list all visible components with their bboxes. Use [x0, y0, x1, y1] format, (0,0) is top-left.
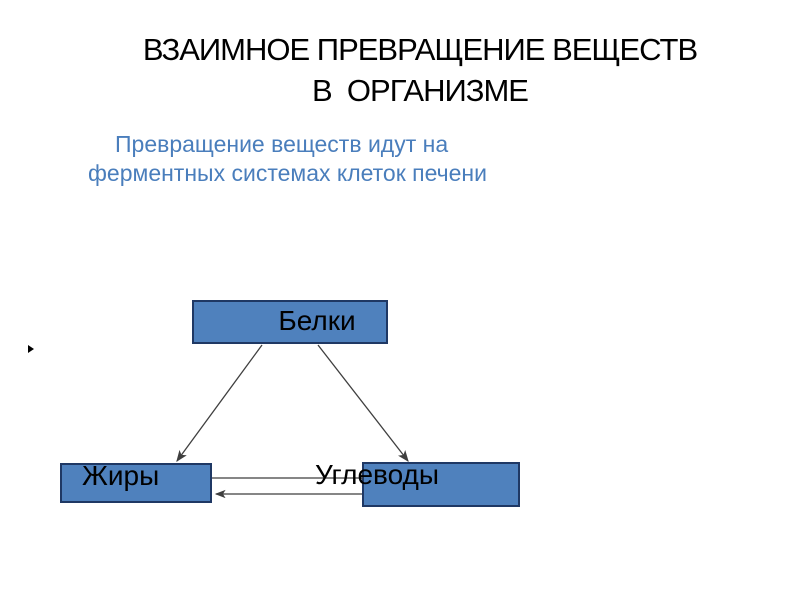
node-carbs-box [362, 462, 520, 507]
connector-proteins-to-fats [176, 344, 263, 463]
page-title: ВЗАИМНОЕ ПРЕВРАЩЕНИЕ ВЕЩЕСТВ В ОРГАНИЗМЕ [80, 29, 760, 111]
node-fats-box: Жиры [60, 460, 212, 503]
node-proteins-label: Белки [278, 305, 356, 336]
title-line-1: ВЗАИМНОЕ ПРЕВРАЩЕНИЕ ВЕЩЕСТВ [142, 32, 698, 67]
node-fats-label: Жиры [82, 460, 160, 491]
stray-bullet-icon [28, 345, 34, 353]
subtitle-text: Превращение веществ идут на ферментных с… [88, 130, 648, 188]
subtitle-line-2: ферментных системах клеток печени [88, 160, 487, 186]
node-carbs-label: Углеводы [315, 459, 440, 490]
subtitle-line-1: Превращение веществ идут на [115, 131, 449, 157]
node-proteins-box: Белки [192, 300, 388, 344]
connector-proteins-to-carbs [317, 344, 409, 463]
title-line-2: В ОРГАНИЗМЕ [312, 73, 529, 108]
